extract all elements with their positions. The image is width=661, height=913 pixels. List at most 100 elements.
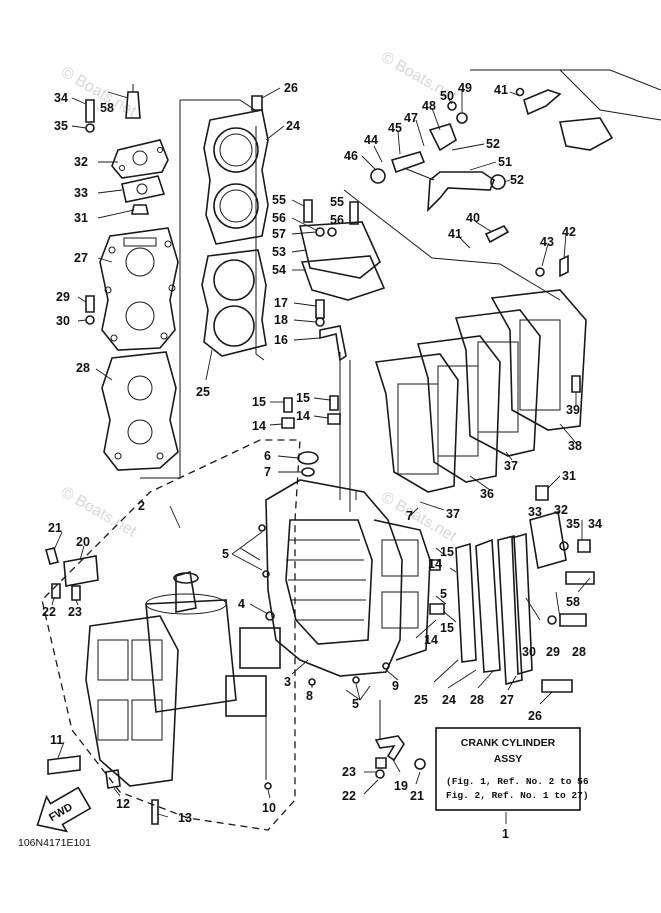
callout-28b: 28 — [572, 645, 586, 659]
water-hoses — [343, 69, 661, 301]
callout-12: 12 — [116, 797, 130, 811]
callout-29b: 29 — [546, 645, 560, 659]
callout-8: 8 — [306, 689, 313, 703]
callout-31b: 31 — [562, 469, 576, 483]
callout-26b: 26 — [528, 709, 542, 723]
callout-2: 2 — [138, 499, 145, 513]
fwd-arrow: FWD — [36, 786, 92, 833]
callout-50: 50 — [440, 89, 454, 103]
callout-14b: 14 — [296, 409, 310, 423]
title-line1: CRANK CYLINDER — [461, 737, 556, 749]
callout-41b: 41 — [448, 227, 462, 241]
watermark: © Boats.net — [58, 484, 140, 541]
callout-44: 44 — [364, 133, 378, 147]
callout-17: 17 — [274, 296, 288, 310]
thermostat-cover — [299, 199, 386, 362]
callout-15c: 15 — [440, 545, 454, 559]
callout-51: 51 — [498, 155, 512, 169]
callout-20: 20 — [76, 535, 90, 549]
callout-29: 29 — [56, 290, 70, 304]
callout-18: 18 — [274, 313, 288, 327]
callout-39: 39 — [566, 403, 580, 417]
fwd-label: FWD — [47, 801, 75, 824]
callout-52b: 52 — [510, 173, 524, 187]
callout-21a: 21 — [48, 521, 62, 535]
callout-32b: 32 — [554, 503, 568, 517]
callout-40: 40 — [466, 211, 480, 225]
callout-55b: 55 — [330, 195, 344, 209]
callout-24b: 24 — [442, 693, 456, 707]
callout-41a: 41 — [494, 83, 508, 97]
leader-lines — [51, 87, 591, 824]
callout-38: 38 — [568, 439, 582, 453]
callout-33: 33 — [74, 186, 88, 200]
callout-22a: 22 — [42, 605, 56, 619]
callout-58: 58 — [100, 101, 114, 115]
diagram-code: 106N4171E101 — [18, 837, 91, 849]
callout-37a: 37 — [504, 459, 518, 473]
callout-3: 3 — [284, 675, 291, 689]
callout-6: 6 — [264, 449, 271, 463]
callout-28: 28 — [76, 361, 90, 375]
callout-9: 9 — [392, 679, 399, 693]
callout-11: 11 — [50, 733, 63, 747]
crankcase — [258, 479, 431, 677]
callout-47: 47 — [404, 111, 418, 125]
callout-57: 57 — [272, 227, 286, 241]
callout-23a: 23 — [68, 605, 82, 619]
callout-58b: 58 — [566, 595, 580, 609]
callout-56: 56 — [272, 211, 286, 225]
callout-46: 46 — [344, 149, 358, 163]
callout-30b: 30 — [522, 645, 536, 659]
callout-43: 43 — [540, 235, 554, 249]
note-line1: (Fig. 1, Ref. No. 2 to 56 — [446, 776, 589, 787]
callout-35b: 35 — [566, 517, 580, 531]
callouts: 58 34 35 32 33 31 27 29 30 28 26 24 25 5… — [42, 81, 602, 841]
callout-25b: 25 — [414, 693, 428, 707]
exhaust-cover-stack — [85, 84, 179, 471]
callout-36: 36 — [480, 487, 494, 501]
callout-14c: 14 — [428, 557, 442, 571]
callout-23b: 23 — [342, 765, 356, 779]
callout-55: 55 — [272, 193, 286, 207]
callout-27: 27 — [74, 251, 88, 265]
callout-49: 49 — [458, 81, 472, 95]
callout-13: 13 — [178, 811, 192, 825]
callout-53: 53 — [272, 245, 286, 259]
cylinder-head — [201, 95, 269, 357]
callout-42: 42 — [562, 225, 576, 239]
callout-52a: 52 — [486, 137, 500, 151]
callout-45: 45 — [388, 121, 402, 135]
callout-14d: 14 — [424, 633, 438, 647]
fig2-outline — [41, 439, 301, 831]
crankshaft — [145, 570, 281, 717]
callout-32: 32 — [74, 155, 88, 169]
callout-48: 48 — [422, 99, 436, 113]
title-box: CRANK CYLINDER ASSY (Fig. 1, Ref. No. 2 … — [435, 727, 589, 811]
right-side-parts — [429, 485, 595, 693]
callout-7a: 7 — [264, 465, 271, 479]
callout-37b: 37 — [446, 507, 460, 521]
callout-21b: 21 — [410, 789, 424, 803]
callout-1: 1 — [502, 827, 509, 841]
callout-27b: 27 — [500, 693, 514, 707]
small-fasteners — [45, 395, 426, 790]
callout-54: 54 — [272, 263, 286, 277]
crankcase-lower — [47, 615, 179, 825]
callout-14a: 14 — [252, 419, 266, 433]
note-line2: Fig. 2, Ref. No. 1 to 27) — [446, 790, 589, 801]
callout-5b: 5 — [352, 697, 359, 711]
callout-28c: 28 — [470, 693, 484, 707]
callout-35: 35 — [54, 119, 68, 133]
callout-15b: 15 — [296, 391, 310, 405]
callout-25: 25 — [196, 385, 210, 399]
callout-31: 31 — [74, 211, 88, 225]
callout-26: 26 — [284, 81, 298, 95]
callout-19: 19 — [394, 779, 408, 793]
callout-24: 24 — [286, 119, 300, 133]
callout-15a: 15 — [252, 395, 266, 409]
callout-15d: 15 — [440, 621, 454, 635]
callout-5c: 5 — [440, 587, 447, 601]
callout-16: 16 — [274, 333, 288, 347]
